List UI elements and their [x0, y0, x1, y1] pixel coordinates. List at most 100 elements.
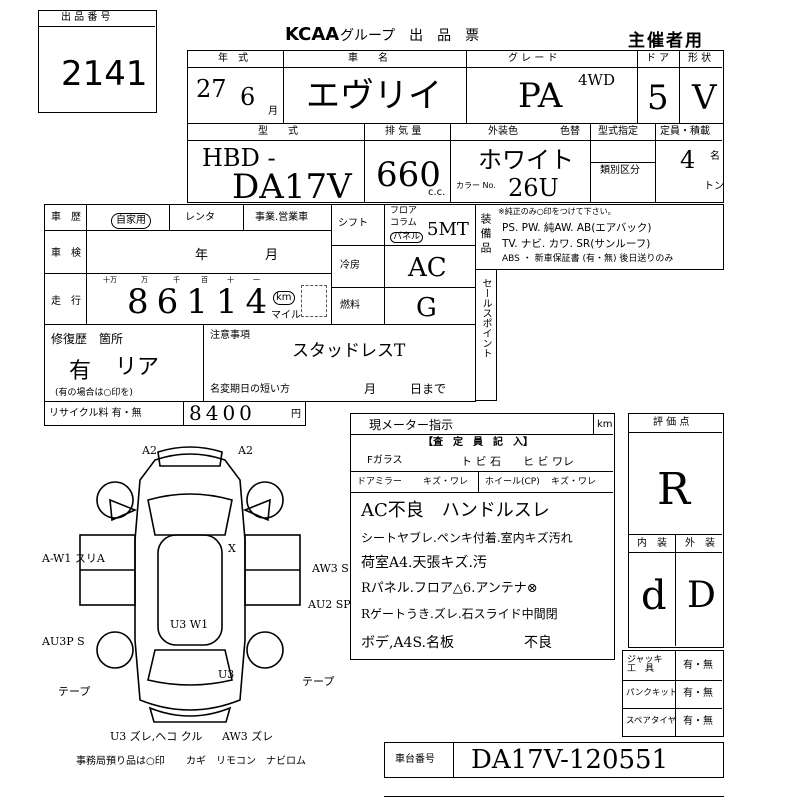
shift-value: 5MT: [427, 219, 469, 240]
rename-label: 名変期日の短い方: [210, 384, 290, 395]
row2-box: 型 式 排 気 量 外装色 色替 型式指定 類別区分 定員・積載 HBD - D…: [187, 123, 724, 207]
equipment-note: ※純正のみ○印をつけて下さい。: [498, 207, 616, 216]
spare-option: 有・無: [683, 716, 713, 727]
remark-line-4: Rゲートうき.ズレ.石スライド中間閉: [361, 607, 558, 621]
diagram-mark-3: AW3 S: [311, 562, 349, 575]
chassis-box: 車台番号 DA17V-120551: [384, 742, 724, 778]
recycle-label: リサイクル料 有・無: [49, 408, 142, 419]
header-logo: KCAA: [285, 24, 340, 45]
repair-note: (有の場合は○印を): [55, 388, 133, 398]
meter-label: 現メーター指示: [369, 418, 454, 432]
model-line2: DA17V: [232, 167, 352, 207]
remark-line-2: 荷室A4.天張キズ.汚: [361, 555, 487, 571]
km-digit-label-5: 一: [253, 276, 260, 284]
notes-value: スタッドレスT: [292, 341, 406, 361]
color-label: 外装色: [488, 126, 518, 137]
header-title: グループ 出 品 票: [340, 28, 480, 44]
equipment-line1: PS. PW. 純AW. AB(エアバック): [502, 222, 652, 234]
history-business: 事業.営業車: [255, 212, 309, 223]
interior-label: 内 装: [637, 538, 667, 549]
month-value: 6: [240, 83, 256, 111]
diagram-mark-12: X: [228, 542, 236, 555]
glass-options: ト ビ 石 ヒ ビ ワレ: [461, 455, 574, 468]
aircon-value: AC: [408, 253, 447, 283]
km-digit-label-3: 百: [201, 276, 208, 284]
recycle-unit: 円: [291, 409, 301, 420]
inspection-label: 車 検: [51, 248, 81, 259]
notes-label: 注意事項: [210, 330, 250, 341]
jack-option: 有・無: [683, 660, 713, 671]
header-copy-label: 主催者用: [628, 31, 704, 51]
jack-label: ジャッキ 工 具: [627, 655, 663, 674]
accessories-box: ジャッキ 工 具 有・無 パンクキット 有・無 スペアタイヤ 有・無: [622, 650, 724, 737]
month-unit: 月: [268, 106, 278, 117]
spare-label: スペアタイヤ: [626, 716, 677, 726]
color-number-label: カラー No.: [456, 181, 496, 190]
car-name-label: 車 名: [348, 53, 388, 64]
repair-value: 有: [69, 359, 92, 384]
inspector-box: 現メーター指示 km 【査 定 員 記 入】 Fガラス ト ビ 石 ヒ ビ ワレ…: [350, 413, 615, 660]
score-label: 評 価 点: [653, 417, 690, 428]
km-digit-label-0: 十万: [103, 276, 117, 284]
rename-month: 月: [364, 382, 377, 396]
diagram-mark-1: A2: [237, 444, 253, 457]
km-digit-label-2: 千: [173, 276, 180, 284]
displacement-unit: c.c.: [428, 187, 446, 198]
repair-box: 修復歴 箇所 有 リア (有の場合は○印を): [44, 324, 204, 402]
chassis-value: DA17V-120551: [471, 745, 669, 775]
diagram-mark-6: U3 W1: [170, 618, 208, 631]
glass-label: Fガラス: [367, 455, 403, 466]
displacement-value: 660: [376, 155, 441, 195]
equipment-line3: ABS ・ 新車保証書 (有・無) 後日送りのみ: [502, 254, 674, 264]
puncture-label: パンクキット: [626, 688, 678, 698]
recycle-box: リサイクル料 有・無 8400 円: [44, 401, 306, 426]
mirror-options: キズ・ワレ: [423, 477, 469, 487]
keys-items: カギ リモコン ナビロム: [186, 756, 306, 767]
grade-label: グ レ ー ド: [508, 53, 558, 64]
wheel-options: キズ・ワレ: [551, 477, 597, 487]
shape-value: V: [692, 78, 717, 118]
interior-value: d: [641, 573, 667, 619]
sales-point-box: セールスポイント: [475, 269, 497, 401]
lot-number-label: 出 品 番 号: [61, 12, 111, 23]
door-label: ド ア: [646, 53, 670, 64]
shift-panel: パネル: [390, 232, 424, 243]
score-box: 評 価 点 R 内 装 外 装 d D: [628, 413, 724, 648]
shift-floor: フロア: [390, 206, 418, 216]
capacity-label: 定員・積載: [660, 126, 710, 137]
mileage-label: 走 行: [51, 296, 81, 307]
model-label: 型 式: [258, 126, 298, 137]
row1-box: 年 式 車 名 グ レ ー ド ド ア 形 状 27 6 月 エヴリイ PA 4…: [187, 50, 724, 124]
diagram-mark-5: AU3P S: [41, 635, 85, 648]
remark-line-1: シートヤブレ.ペンキ付着.室内キズ汚れ: [361, 531, 573, 545]
history-rental: レンタ: [185, 212, 215, 223]
notes-box: 注意事項 スタッドレスT 名変期日の短い方 月 日まで: [203, 324, 476, 402]
diagram-mark-0: A2: [141, 444, 157, 457]
diagram-mark-4: AU2 SP: [307, 598, 351, 611]
inspector-label: 【査 定 員 記 入】: [423, 437, 533, 448]
diagram-mark-10: U3 ズレ,ヘコ クル: [110, 729, 202, 743]
shift-label: シフト: [338, 218, 368, 229]
aircon-label: 冷房: [340, 260, 360, 271]
shift-box: シフト フロア コラム パネル 5MT 冷房 AC 燃料 G: [331, 204, 476, 325]
mileage-mile-unit: マイル: [271, 310, 301, 321]
grade-note: 4WD: [578, 71, 615, 89]
exterior-label: 外 装: [685, 538, 715, 549]
repair-location: リア: [115, 355, 160, 380]
meter-unit: km: [597, 419, 613, 430]
equipment-label: 装 備 品: [479, 213, 492, 253]
puncture-option: 有・無: [683, 688, 713, 699]
year-label: 年 式: [218, 53, 248, 64]
repair-label: 修復歴 箇所: [51, 332, 124, 346]
capacity-value: 4: [680, 146, 696, 174]
grade-value: PA: [518, 76, 563, 116]
diagram-mark-9: テープ: [302, 675, 334, 688]
inspection-year: 年: [195, 248, 209, 263]
model-line1: HBD -: [202, 144, 276, 172]
wheel-label: ホイール(CP): [485, 477, 540, 487]
mileage-value: 86114: [127, 282, 276, 322]
rename-day: 日まで: [410, 382, 447, 396]
class-label: 類別区分: [600, 165, 640, 176]
history-box: 車 歴 自家用 レンタ 事業.営業車 車 検 年 月 走 行 十万 万 千 百 …: [44, 204, 332, 325]
remark-line-0: AC不良 ハンドルスレ: [361, 500, 550, 521]
